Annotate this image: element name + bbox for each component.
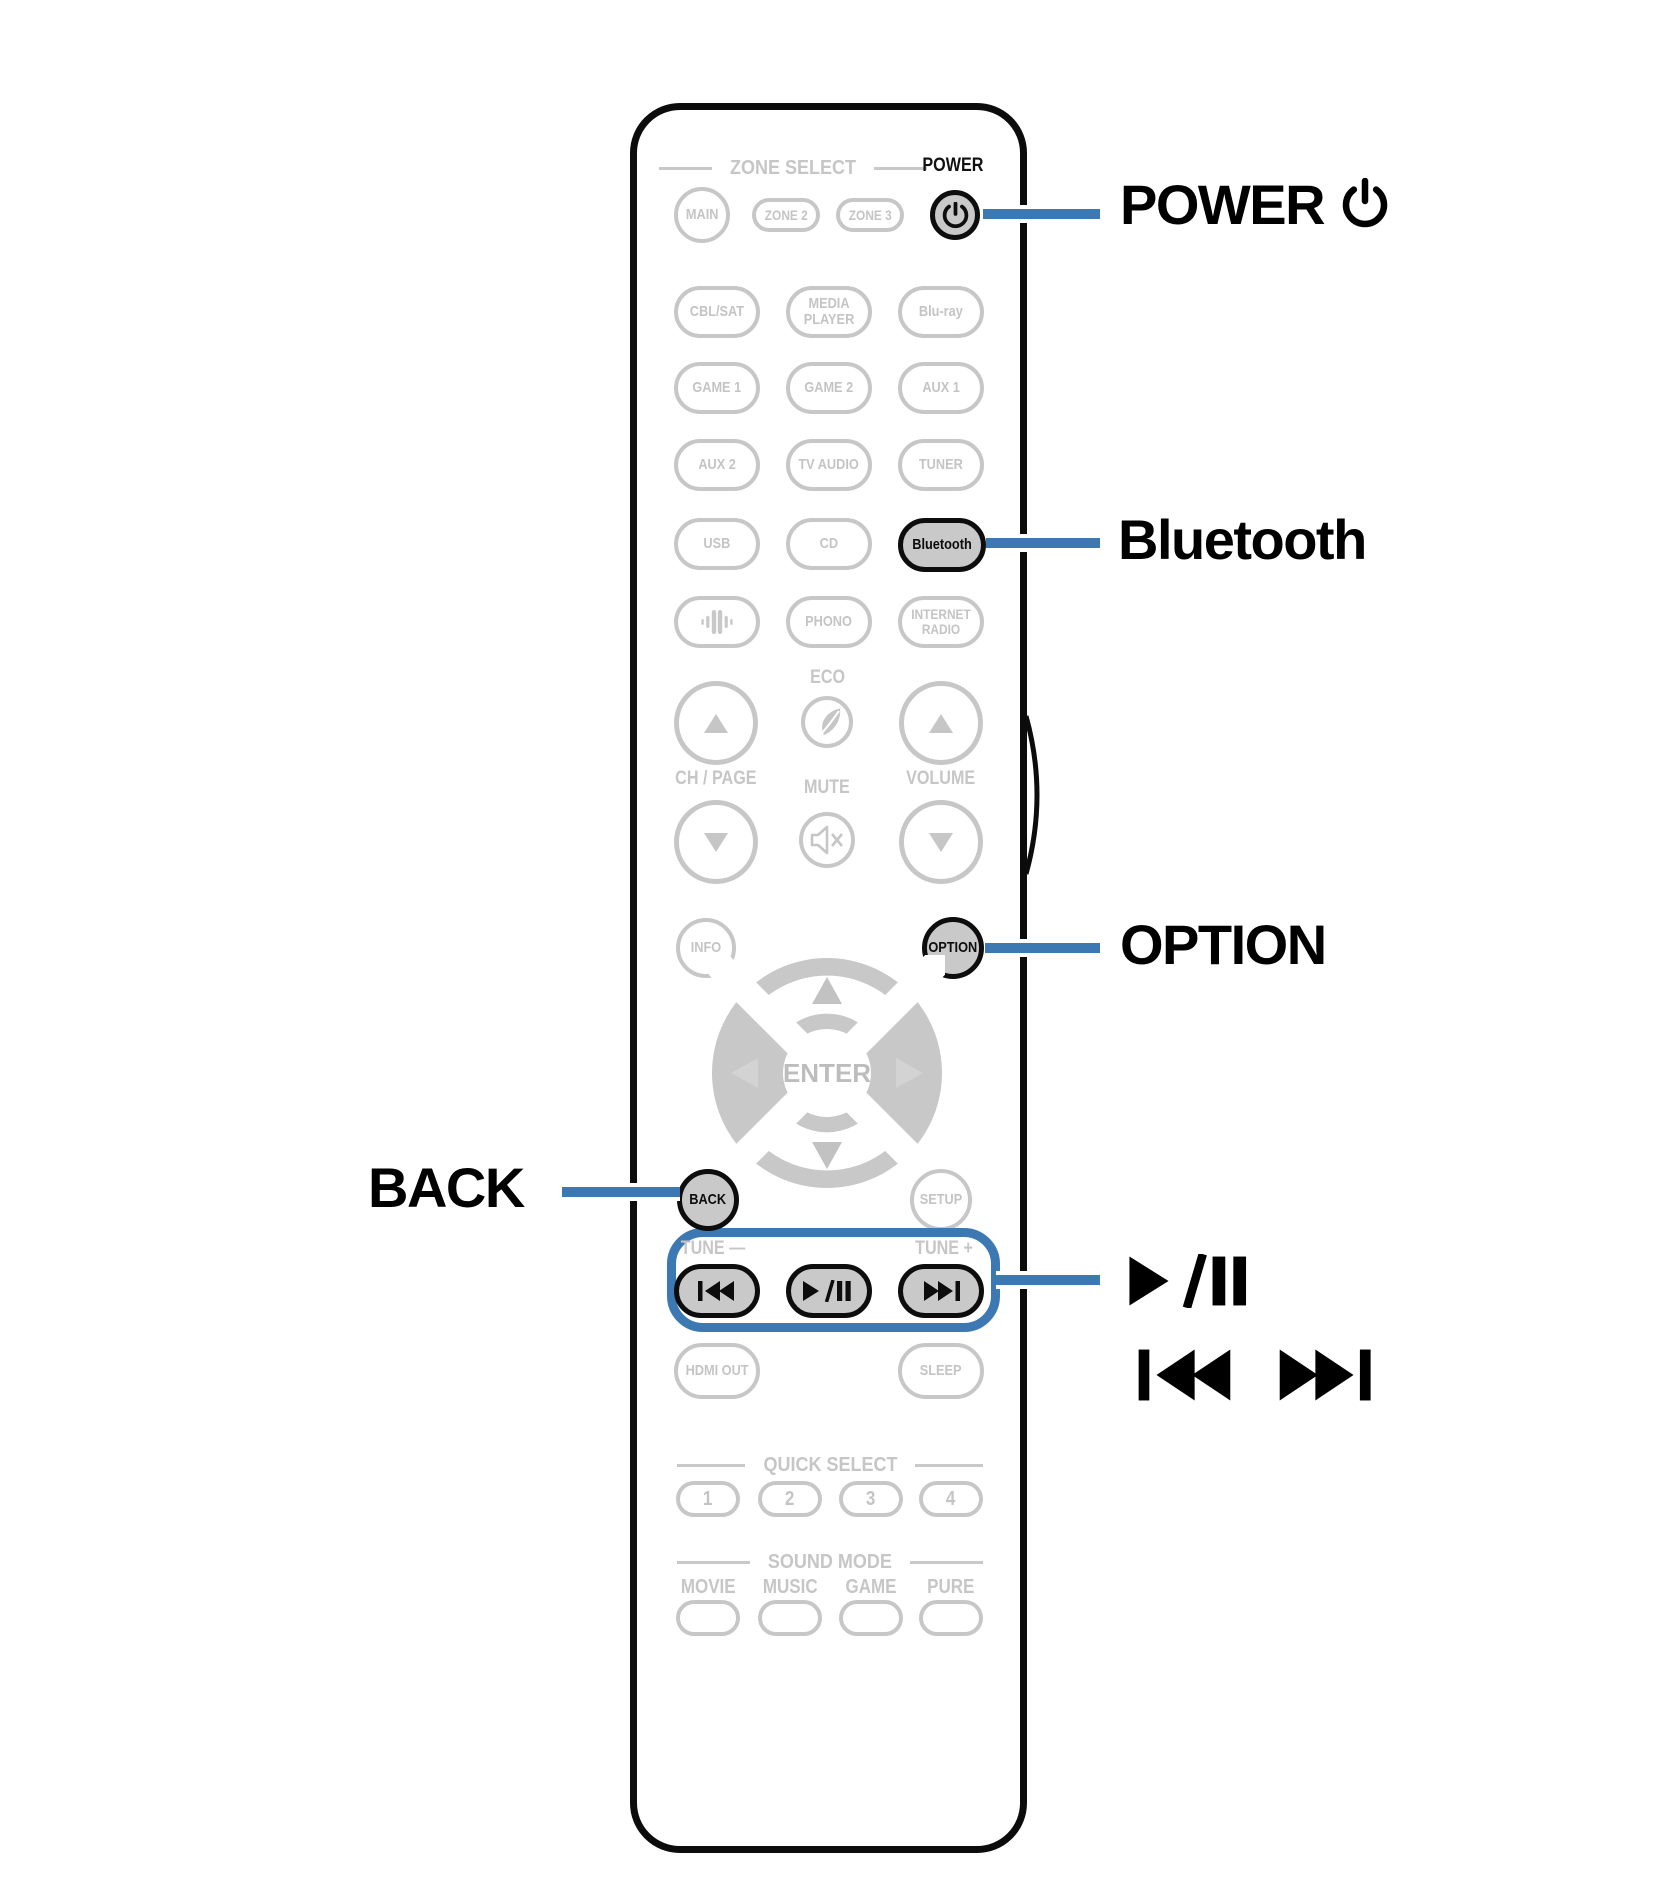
sound-mode-title: SOUND MODE xyxy=(767,1551,893,1573)
mute-icon xyxy=(809,822,845,858)
enter-button-label: ENTER xyxy=(783,1058,871,1088)
cursor-up-icon xyxy=(812,977,842,1004)
divider-line xyxy=(874,166,928,170)
aux2-button[interactable]: AUX 2 xyxy=(674,439,760,491)
power-button[interactable] xyxy=(930,190,980,240)
volume-down-button[interactable] xyxy=(899,800,983,884)
eco-leaf-icon xyxy=(811,706,843,738)
cursor-down-icon xyxy=(812,1142,842,1169)
sound-mode-pure-button[interactable] xyxy=(919,1600,983,1636)
playback-callout-line xyxy=(996,1271,1100,1289)
eco-button[interactable] xyxy=(801,696,853,748)
tv-audio-button[interactable]: TV AUDIO xyxy=(786,439,872,491)
quick-select-2-button[interactable]: 2 xyxy=(758,1481,822,1517)
zone-main-button[interactable]: MAIN xyxy=(674,187,730,243)
channel-up-icon xyxy=(704,713,728,733)
power-icon xyxy=(942,201,969,229)
pure-label: PURE xyxy=(927,1576,975,1598)
quick-select-1-button[interactable]: 1 xyxy=(676,1481,740,1517)
game2-button[interactable]: GAME 2 xyxy=(786,362,872,414)
mute-button[interactable] xyxy=(799,812,855,868)
back-callout-line xyxy=(562,1183,680,1201)
skip-forward-icon xyxy=(1263,1347,1383,1403)
quick-select-title: QUICK SELECT xyxy=(762,1454,898,1476)
cd-button[interactable]: CD xyxy=(786,518,872,570)
channel-down-icon xyxy=(704,832,728,852)
internet-radio-button[interactable]: INTERNET RADIO xyxy=(898,596,984,648)
zone-select-header: ZONE SELECT xyxy=(659,157,928,179)
cursor-pad[interactable]: ENTER xyxy=(709,955,945,1191)
power-section-label: POWER xyxy=(922,155,984,176)
back-callout-label: BACK xyxy=(368,1156,525,1219)
power-callout-line xyxy=(983,205,1100,223)
game-label: GAME xyxy=(845,1576,897,1598)
divider-line xyxy=(915,1463,983,1467)
cbl-sat-button[interactable]: CBL/SAT xyxy=(674,286,760,338)
blu-ray-button[interactable]: Blu-ray xyxy=(898,286,984,338)
option-callout-label: OPTION xyxy=(1120,913,1327,976)
quick-select-4-button[interactable]: 4 xyxy=(919,1481,983,1517)
cursor-right-icon xyxy=(896,1058,923,1088)
divider-line xyxy=(659,166,712,170)
music-label: MUSIC xyxy=(762,1576,818,1598)
eco-label: ECO xyxy=(810,667,846,688)
skip-forward-button[interactable] xyxy=(898,1264,984,1318)
volume-down-icon xyxy=(929,832,953,852)
play-pause-icon xyxy=(1127,1254,1259,1308)
movie-label: MOVIE xyxy=(680,1576,736,1598)
aux1-button[interactable]: AUX 1 xyxy=(898,362,984,414)
sound-mode-game-button[interactable] xyxy=(839,1600,903,1636)
volume-up-button[interactable] xyxy=(899,681,983,765)
game1-button[interactable]: GAME 1 xyxy=(674,362,760,414)
heos-button[interactable] xyxy=(674,596,760,648)
zone2-button[interactable]: ZONE 2 xyxy=(752,198,820,232)
ch-page-label: CH / PAGE xyxy=(675,768,757,789)
divider-line xyxy=(677,1463,745,1467)
quick-select-3-button[interactable]: 3 xyxy=(839,1481,903,1517)
phono-button[interactable]: PHONO xyxy=(786,596,872,648)
media-player-button[interactable]: MEDIA PLAYER xyxy=(786,286,872,338)
channel-down-button[interactable] xyxy=(674,800,758,884)
divider-line xyxy=(909,1560,984,1564)
playback-highlight-box xyxy=(667,1228,1000,1332)
power-callout-label: POWER xyxy=(1120,177,1390,233)
divider-line xyxy=(677,1560,751,1564)
play-pause-button[interactable] xyxy=(786,1264,872,1318)
quick-select-header: QUICK SELECT xyxy=(677,1455,983,1475)
back-button[interactable]: BACK xyxy=(677,1169,739,1231)
mute-label: MUTE xyxy=(804,777,850,798)
volume-label: VOLUME xyxy=(906,768,976,789)
zone-select-title: ZONE SELECT xyxy=(730,157,857,179)
skip-back-icon xyxy=(1127,1347,1247,1403)
tune-minus-label: TUNE — xyxy=(680,1238,746,1259)
tune-plus-label: TUNE + xyxy=(915,1238,973,1259)
setup-button[interactable]: SETUP xyxy=(910,1169,972,1231)
zone3-button[interactable]: ZONE 3 xyxy=(836,198,904,232)
sound-mode-header: SOUND MODE xyxy=(677,1551,984,1573)
skip-back-button[interactable] xyxy=(674,1264,760,1318)
channel-up-button[interactable] xyxy=(674,681,758,765)
option-callout-line xyxy=(985,939,1100,957)
cursor-left-icon xyxy=(731,1058,758,1088)
remote-side-bump xyxy=(1026,715,1040,875)
bluetooth-callout-line xyxy=(986,534,1100,552)
volume-up-icon xyxy=(929,713,953,733)
skip-back-icon xyxy=(697,1280,737,1302)
remote-body: ZONE SELECT POWER MAIN ZONE 2 ZONE 3 xyxy=(630,103,1027,1853)
bluetooth-button[interactable]: Bluetooth xyxy=(898,518,986,572)
sound-mode-movie-button[interactable] xyxy=(676,1600,740,1636)
play-pause-callout-label xyxy=(1127,1254,1259,1308)
power-icon xyxy=(1340,178,1390,232)
skip-forward-icon xyxy=(921,1280,961,1302)
sound-mode-music-button[interactable] xyxy=(758,1600,822,1636)
usb-button[interactable]: USB xyxy=(674,518,760,570)
play-pause-icon xyxy=(802,1280,856,1302)
skip-callout-label xyxy=(1127,1347,1383,1403)
tuner-button[interactable]: TUNER xyxy=(898,439,984,491)
heos-icon xyxy=(697,608,737,636)
bluetooth-callout-label: Bluetooth xyxy=(1118,508,1367,571)
hdmi-out-button[interactable]: HDMI OUT xyxy=(674,1343,760,1399)
sleep-button[interactable]: SLEEP xyxy=(898,1343,984,1399)
